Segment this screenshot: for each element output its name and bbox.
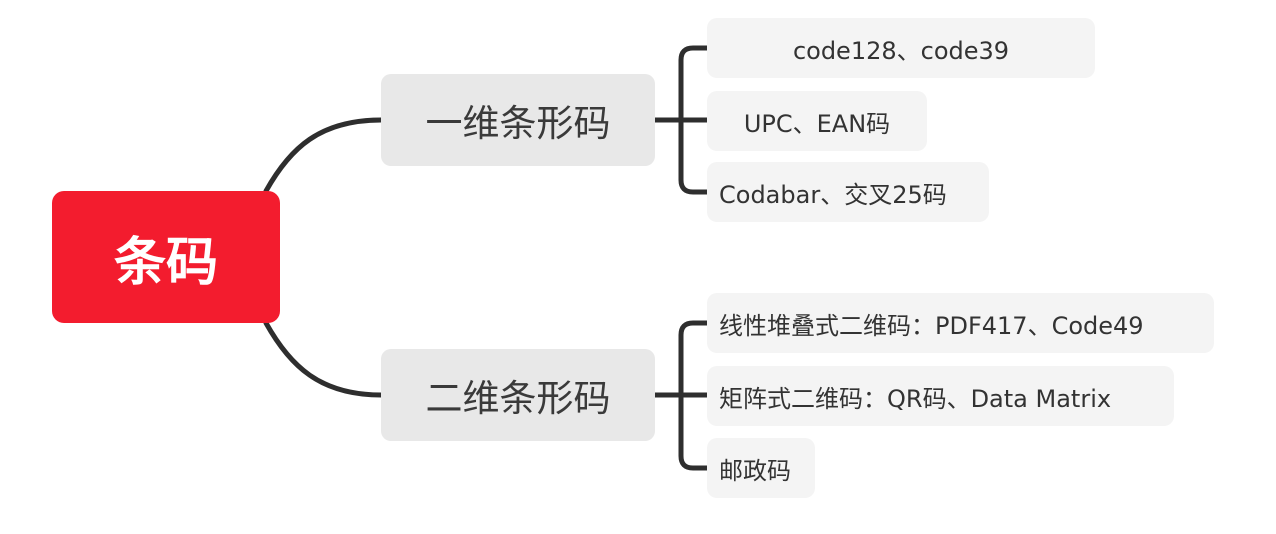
leaf-node-upc-ean[interactable]: UPC、EAN码 — [707, 91, 927, 151]
leaf-node-matrix-2d-code[interactable]: 矩阵式二维码：QR码、Data Matrix — [707, 366, 1174, 426]
leaf-node-codabar-interleaved25[interactable]: Codabar、交叉25码 — [707, 162, 989, 222]
branch-node-2d-barcode[interactable]: 二维条形码 — [381, 349, 655, 441]
leaf-node-code128-code39[interactable]: code128、code39 — [707, 18, 1095, 78]
leaf-node-postal-code[interactable]: 邮政码 — [707, 438, 815, 498]
root-to-branch-2-connector — [263, 320, 384, 398]
branch-node-1d-barcode[interactable]: 一维条形码 — [381, 74, 655, 166]
root-to-branch-1-connector — [263, 117, 384, 194]
root-node[interactable]: 条码 — [52, 191, 280, 323]
leaf-node-stacked-2d-code[interactable]: 线性堆叠式二维码：PDF417、Code49 — [707, 293, 1214, 353]
